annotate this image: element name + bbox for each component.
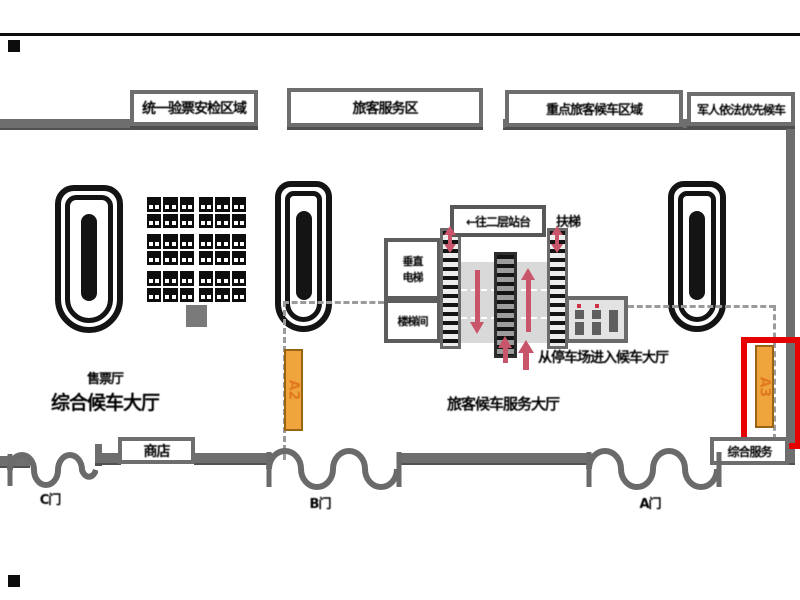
sign-ticket-check-label: 统一验票安检区域 [142, 101, 247, 117]
service-room: 综合服务 [710, 437, 789, 465]
sign-ticket-check-area: 统一验票安检区域 [130, 90, 258, 126]
escalator-bank-right-belt [689, 210, 705, 301]
down-flow-arrow-shaft [475, 270, 480, 324]
wall-bottom [398, 453, 590, 463]
seating-block [199, 234, 246, 265]
escalator-bank-left-icon [55, 185, 123, 333]
escalator-bank-middle-belt [295, 210, 312, 301]
stairs-up-arrow-shaft [503, 347, 508, 363]
center-hall-label: 旅客候车服务大厅 [446, 395, 560, 413]
service-room-label: 综合服务 [727, 444, 772, 459]
escalator-bank-middle-inner [285, 191, 322, 322]
door-b-label: B门 [309, 497, 332, 512]
arrival-arrow-shaft [523, 352, 529, 370]
door-swing-icon [586, 448, 722, 490]
door-swing-icon [266, 448, 402, 490]
zone-boundary-dash [283, 301, 384, 304]
entrance-a3-tag: A3 [755, 345, 774, 428]
door-swing-icon [7, 452, 98, 488]
door-c-label: C门 [39, 493, 62, 508]
arrival-arrow-icon [518, 340, 534, 353]
sign-military-priority-area: 军人依法优先候车 [687, 92, 795, 126]
arrival-note: 从停车场进入候车大厅 [538, 350, 669, 366]
highlight-box-a3 [741, 337, 800, 449]
stair-room: 楼梯间 [384, 299, 441, 343]
up-flow-arrow-shaft [526, 279, 531, 332]
entrance-a2-label: A2 [285, 379, 302, 401]
sign-passenger-service-label: 旅客服务区 [352, 100, 419, 117]
map-corner-mark-top [8, 40, 20, 52]
shop-room: 商店 [118, 437, 195, 464]
sign-passenger-service-area: 旅客服务区 [287, 88, 483, 127]
ticket-gate-icon [565, 296, 628, 343]
stair-room-label: 楼梯间 [397, 315, 429, 328]
wall-bottom [194, 453, 272, 463]
escalator-bank-left-belt [81, 213, 97, 302]
wall-right [786, 119, 795, 456]
left-hall-label-line1: 售票厅 [86, 372, 124, 387]
seating-block [147, 197, 194, 228]
wall-bottom [95, 453, 121, 463]
up-flow-arrow-icon [521, 268, 535, 280]
platform-direction-label: ←往二层站台 [465, 214, 531, 229]
elevator-room: 垂直 电梯 [384, 238, 441, 300]
updown-arrow-icon [551, 226, 563, 253]
down-flow-arrow-icon [470, 322, 484, 334]
escalator-bank-left-inner [65, 195, 113, 323]
escalator-bank-right-inner [678, 191, 716, 322]
elevator-room-label-2: 电梯 [402, 271, 424, 284]
zone-boundary-dash [773, 305, 776, 440]
map-corner-mark-bottom [8, 575, 20, 587]
map-edge-line [0, 33, 800, 36]
sign-priority-waiting-label: 重点旅客候车区域 [545, 103, 643, 118]
seating-block [199, 271, 246, 302]
seating-block [199, 197, 246, 228]
kiosk-square [186, 305, 207, 327]
updown-arrow-icon [444, 226, 456, 253]
zone-boundary-dash [628, 305, 775, 308]
sign-priority-waiting-area: 重点旅客候车区域 [505, 90, 683, 127]
left-hall-label-line2: 综合候车大厅 [50, 392, 160, 414]
wall-top-left [0, 119, 258, 128]
seating-block [147, 234, 194, 265]
seating-block [147, 271, 194, 302]
elevator-room-label-1: 垂直 [402, 255, 424, 268]
escalator-bank-right-icon [668, 181, 726, 332]
shop-room-label: 商店 [143, 443, 171, 460]
left-hall-label: 售票厅 综合候车大厅 [15, 368, 195, 415]
door-a-label: A门 [639, 497, 661, 512]
sign-military-priority-label: 军人依法优先候车 [696, 102, 786, 117]
entrance-a2-tag: A2 [284, 349, 303, 431]
platform-direction-sign: ←往二层站台 [450, 205, 546, 237]
stairs-up-arrow-icon [498, 336, 512, 348]
